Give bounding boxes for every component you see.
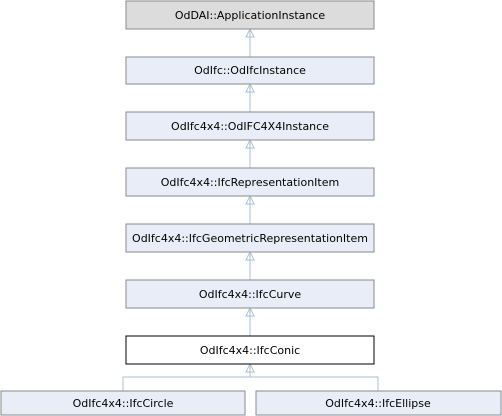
class-node-odifc4x4instance[interactable]: OdIfc4x4::OdIFC4X4Instance	[125, 111, 375, 141]
edges-layer	[122, 27, 379, 391]
class-node-ifccurve[interactable]: OdIfc4x4::IfcCurve	[125, 279, 375, 309]
arrow-head	[245, 138, 255, 149]
arrow-head	[245, 194, 255, 205]
node-box	[125, 335, 375, 365]
class-node-ifcellipse[interactable]: OdIfc4x4::IfcEllipse	[255, 390, 502, 416]
node-label: OdIfc4x4::IfcConic	[200, 344, 300, 357]
class-node-ifcrepresentationitem[interactable]: OdIfc4x4::IfcRepresentationItem	[125, 167, 375, 197]
edge-ellipse-to-conic	[250, 376, 379, 391]
class-node-odifcinstance[interactable]: OdIfc::OdIfcInstance	[125, 56, 375, 85]
node-box	[125, 279, 375, 309]
node-label: OdIfc4x4::IfcGeometricRepresentationItem	[132, 232, 368, 245]
node-label: OdDAI::ApplicationInstance	[175, 9, 326, 22]
node-box	[125, 56, 375, 85]
node-box	[125, 111, 375, 141]
node-box	[125, 223, 375, 253]
class-node-ifccircle[interactable]: OdIfc4x4::IfcCircle	[0, 390, 246, 416]
class-node-applicationinstance[interactable]: OdDAI::ApplicationInstance	[125, 0, 375, 30]
node-label: OdIfc4x4::IfcCircle	[73, 397, 174, 410]
arrow-head	[245, 306, 255, 317]
node-box	[125, 167, 375, 197]
node-box	[255, 390, 502, 416]
class-node-ifcgeometricrepresentationitem[interactable]: OdIfc4x4::IfcGeometricRepresentationItem	[125, 223, 375, 253]
node-label: OdIfc4x4::OdIFC4X4Instance	[171, 120, 329, 133]
node-label: OdIfc4x4::IfcCurve	[199, 288, 302, 301]
node-box	[125, 0, 375, 30]
node-box	[0, 390, 246, 416]
class-node-ifcconic-current[interactable]: OdIfc4x4::IfcConic	[125, 335, 375, 365]
edge-circle-to-conic	[122, 364, 251, 391]
node-label: OdIfc4x4::IfcRepresentationItem	[161, 176, 339, 189]
arrow-head	[245, 250, 255, 261]
node-label: OdIfc4x4::IfcEllipse	[325, 397, 431, 410]
arrow-head	[245, 82, 255, 93]
node-label: OdIfc::OdIfcInstance	[194, 64, 306, 77]
arrow-head	[245, 27, 255, 38]
arrow-head	[245, 362, 255, 373]
